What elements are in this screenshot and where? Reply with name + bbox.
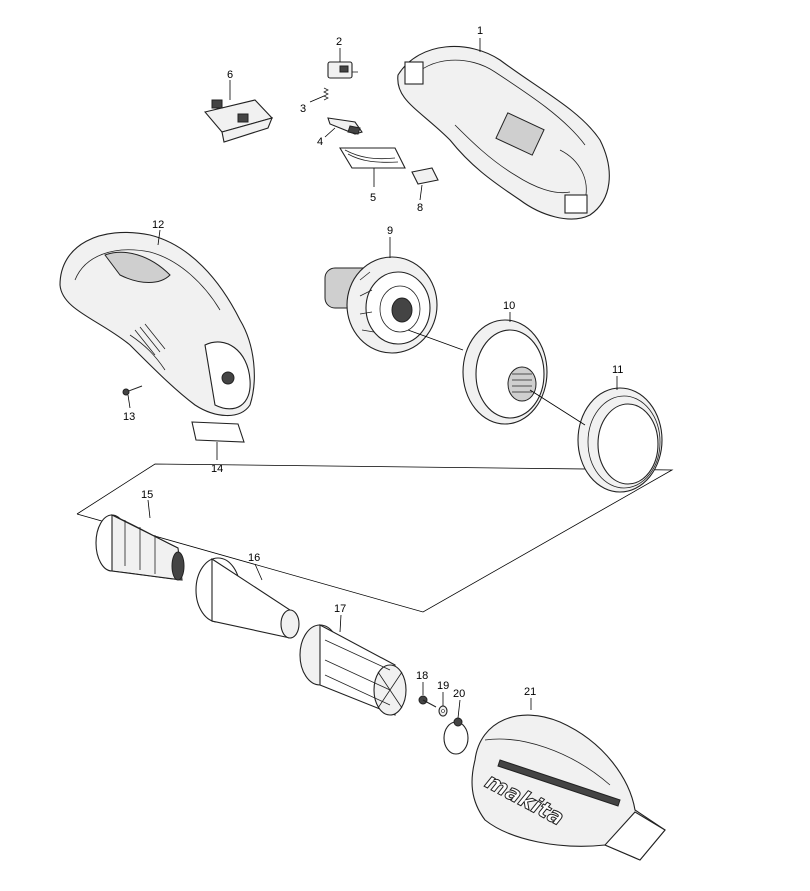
label-18: 18 <box>416 670 428 682</box>
label-3: 3 <box>300 103 306 115</box>
part-8-pad[interactable] <box>411 167 439 185</box>
part-19-washer[interactable] <box>438 705 448 717</box>
label-15: 15 <box>141 489 153 501</box>
part-11-ring[interactable] <box>577 387 663 493</box>
label-9: 9 <box>387 225 393 237</box>
label-11: 11 <box>612 364 623 376</box>
part-14-name-plate[interactable] <box>191 421 245 443</box>
label-14: 14 <box>211 463 223 475</box>
part-13-screw[interactable] <box>122 385 143 396</box>
label-4: 4 <box>317 136 323 148</box>
part-9-motor-fan[interactable] <box>324 256 438 354</box>
part-21-nozzle-cap[interactable]: makita <box>471 714 666 861</box>
label-2: 2 <box>336 36 342 48</box>
assembly-outline <box>76 463 674 613</box>
label-5: 5 <box>370 192 376 204</box>
part-10-fan-cover[interactable] <box>462 319 548 425</box>
part-labels: 1 2 3 4 5 6 8 9 10 11 12 13 14 15 16 17 … <box>123 25 623 700</box>
label-17: 17 <box>334 603 346 615</box>
part-2-switch[interactable] <box>327 61 358 79</box>
label-20: 20 <box>453 688 465 700</box>
label-21: 21 <box>524 686 536 698</box>
part-20-valve[interactable] <box>443 717 469 755</box>
label-13: 13 <box>123 411 135 423</box>
label-1: 1 <box>477 25 483 37</box>
part-17-filter-holder[interactable] <box>299 624 407 716</box>
part-15-prefilter[interactable] <box>95 514 185 581</box>
part-1-housing-right[interactable] <box>397 45 610 220</box>
label-16: 16 <box>248 552 260 564</box>
part-4-switch-lever[interactable] <box>327 117 363 135</box>
label-8: 8 <box>417 202 423 214</box>
label-19: 19 <box>437 680 449 692</box>
part-5-lead-wires[interactable] <box>339 147 406 169</box>
leader-lines <box>127 38 618 719</box>
part-18-screw-small[interactable] <box>418 695 437 708</box>
label-6: 6 <box>227 69 233 81</box>
part-16-filter[interactable] <box>195 557 300 639</box>
part-6-battery-terminal[interactable] <box>204 99 274 143</box>
part-3-spring[interactable] <box>323 87 329 101</box>
label-12: 12 <box>152 219 164 231</box>
part-12-housing-left[interactable] <box>59 231 255 417</box>
label-10: 10 <box>503 300 515 312</box>
